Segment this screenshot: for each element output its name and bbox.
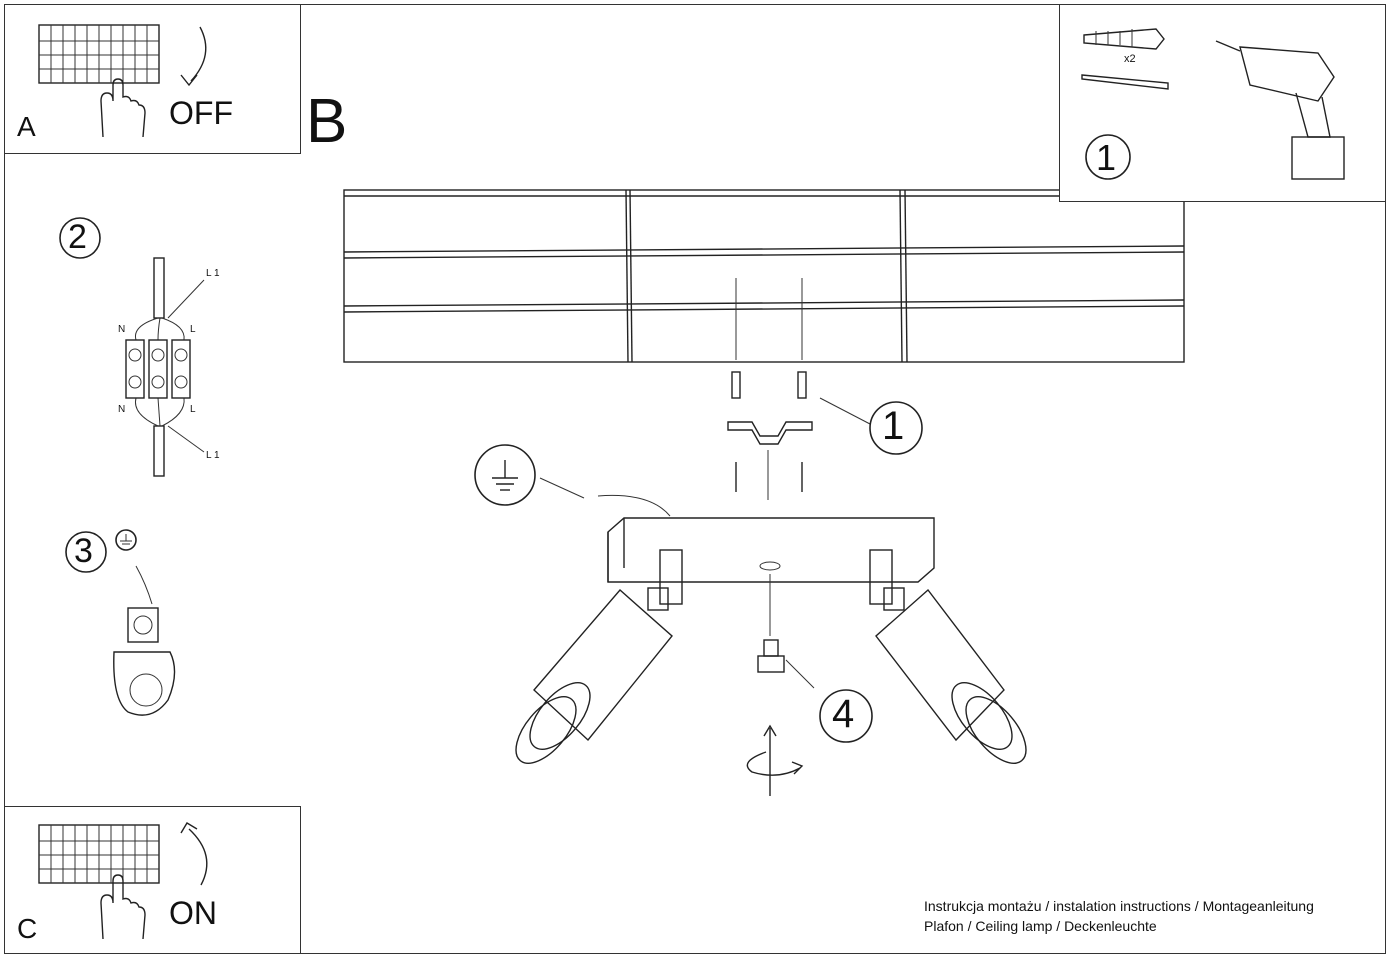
step-1-tools-circle [1085,134,1131,180]
n-top-label: N [118,324,126,335]
earth-step-number: 3 [74,532,93,570]
step-4-circle [819,689,873,743]
footer-instructions: Instrukcja montażu / instalation instruc… [924,898,1314,914]
cap-screw [757,639,815,689]
panel-c-switch-on: C ON [4,806,301,954]
panel-a-letter: A [17,111,36,142]
l1-bottom-label: L 1 [206,450,220,461]
hand-icon [100,874,146,940]
arrow-icon [190,26,207,82]
footer-product: Plafon / Ceiling lamp / Deckenleuchte [924,918,1157,934]
tools-panel: x2 1 [1059,4,1386,202]
earth-lug [113,651,176,716]
rotate-arrow-icon [746,724,804,796]
wall-plug-icon [797,371,807,399]
n-bottom-label: N [118,404,126,415]
earth-callout [474,444,671,517]
screw-step-number: 4 [832,692,855,736]
off-label: OFF [169,95,233,131]
terminal-block-icon [125,257,205,477]
circuit-breaker-icon [38,24,160,84]
lamp-body [607,517,935,636]
l1-top-label: L 1 [206,268,220,279]
wall-plug-icon [731,371,741,399]
mounting-bracket-icon [727,421,813,445]
instruction-sheet [4,4,1386,954]
arrow-icon [188,828,208,886]
l-top-label: L [190,324,196,335]
screw-icon [1081,74,1169,90]
wall-plug-icon [1083,28,1165,50]
mounting-screws [727,278,871,500]
breaker-on-illustration [38,822,208,940]
ceiling-boards [343,189,1185,363]
on-label: ON [169,895,217,931]
section-b-letter: B [306,87,348,156]
panel-c-letter: C [17,913,38,944]
circuit-breaker-icon [38,824,160,884]
spotlight-icon [869,549,1027,764]
spotlight-icon [515,549,683,764]
breaker-off-illustration [38,24,207,138]
tools-step-number: 1 [1096,137,1117,178]
mount-step-number: 1 [882,404,905,448]
panel-a-switch-off: A OFF [4,4,301,154]
earth-symbol-icon [492,460,518,491]
hand-icon [100,78,146,138]
l-bottom-label: L [190,404,196,415]
step-1-circle [869,401,923,455]
drill-icon [1215,40,1345,180]
plug-count-label: x2 [1124,53,1136,65]
tools-illustration [1081,28,1345,180]
earth-symbol-icon [120,534,132,545]
wiring-step-number: 2 [68,218,87,256]
